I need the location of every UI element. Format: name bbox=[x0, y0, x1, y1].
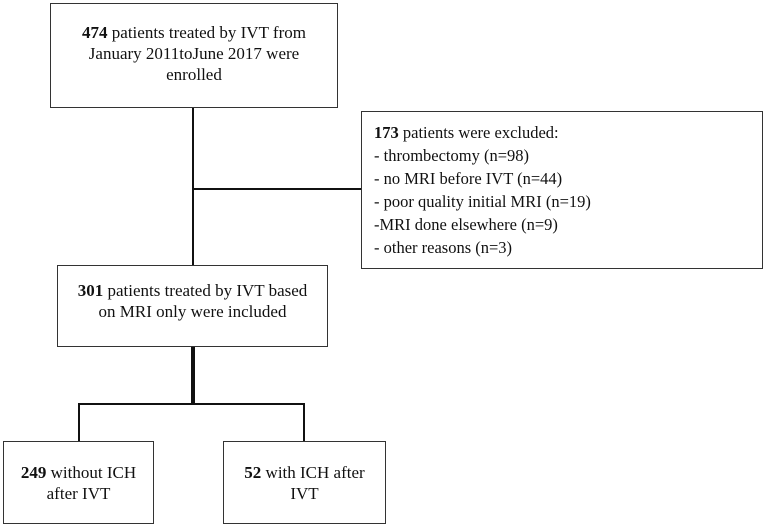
excluded-count: 173 bbox=[374, 123, 399, 142]
excluded-box: 173 patients were excluded: - thrombecto… bbox=[361, 111, 763, 269]
enrolled-text-2: January 2011toJune 2017 were bbox=[88, 44, 300, 63]
excluded-item: - poor quality initial MRI (n=19) bbox=[374, 192, 591, 211]
connector-to-with-ich bbox=[303, 403, 305, 441]
enrolled-text-3: enrolled bbox=[166, 65, 222, 84]
connector-split-horizontal bbox=[78, 403, 305, 405]
connector-included-down bbox=[191, 346, 195, 403]
with-ich-text: with ICH after bbox=[261, 463, 365, 482]
connector-to-excluded bbox=[194, 188, 362, 190]
excluded-item: - other reasons (n=3) bbox=[374, 238, 513, 257]
without-ich-count: 249 bbox=[20, 463, 47, 482]
with-ich-box: 52 with ICH after IVT bbox=[223, 441, 386, 524]
excluded-item: -MRI done elsewhere (n=9) bbox=[374, 215, 558, 234]
included-text: patients treated by IVT based bbox=[103, 281, 308, 300]
with-ich-text-2: IVT bbox=[290, 484, 319, 503]
connector-enrolled-to-included bbox=[192, 107, 194, 265]
enrolled-count: 474 bbox=[82, 23, 108, 42]
included-count: 301 bbox=[77, 281, 104, 300]
excluded-item: - no MRI before IVT (n=44) bbox=[374, 169, 563, 188]
included-box: 301 patients treated by IVT based on MRI… bbox=[57, 265, 328, 347]
enrolled-box: 474 patients treated by IVT from January… bbox=[50, 3, 338, 108]
excluded-item: - thrombectomy (n=98) bbox=[374, 146, 530, 165]
without-ich-text-2: after IVT bbox=[46, 484, 111, 503]
excluded-title: patients were excluded: bbox=[398, 123, 559, 142]
included-text-2: on MRI only were included bbox=[98, 302, 287, 321]
without-ich-box: 249 without ICH after IVT bbox=[3, 441, 154, 524]
with-ich-count: 52 bbox=[244, 463, 262, 482]
connector-to-without-ich bbox=[78, 403, 80, 441]
enrolled-text: patients treated by IVT from bbox=[107, 23, 306, 42]
without-ich-text: without ICH bbox=[46, 463, 137, 482]
